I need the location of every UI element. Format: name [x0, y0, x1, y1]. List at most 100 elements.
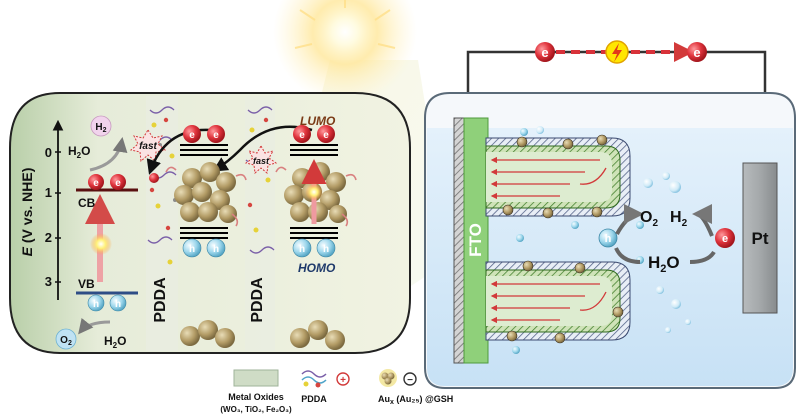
vb-hole-1: h	[87, 294, 105, 312]
fast-star-2: fast	[244, 144, 278, 174]
svg-text:e: e	[93, 178, 99, 189]
svg-text:h: h	[299, 244, 305, 255]
water-label-top: H2O	[68, 144, 90, 160]
vb-hole-2: h	[109, 294, 127, 312]
pt-label: Pt	[752, 229, 769, 248]
svg-text:h: h	[323, 244, 329, 255]
hole-in-scheme: h	[598, 228, 618, 248]
cluster-1-electrons: e e	[183, 125, 225, 143]
h2-evolution-arrow	[89, 137, 128, 172]
sun-rays	[294, 0, 396, 49]
pt-electrode	[742, 162, 778, 314]
lightning-icon	[605, 40, 629, 64]
gold-nanocluster-2: LUMO e e h h	[275, 114, 357, 275]
transfer-arrow-1	[146, 128, 211, 175]
panel-frame	[9, 92, 411, 354]
svg-text:O2: O2	[60, 335, 72, 347]
svg-text:fast: fast	[253, 156, 270, 166]
lower-clusters	[180, 320, 345, 350]
svg-text:e: e	[189, 130, 195, 141]
svg-text:e: e	[722, 233, 728, 245]
electron-paths-top	[490, 156, 607, 200]
excitation-flash-icon	[90, 233, 112, 255]
svg-text:e: e	[213, 130, 219, 141]
lumo-label: LUMO	[300, 114, 336, 128]
legend-pdda-swatch	[301, 370, 327, 388]
water-splitting-scheme: h O2 H2 H2O e	[598, 204, 735, 275]
legend-pdda: PDDA	[301, 394, 327, 404]
electron-paths-bottom	[490, 280, 607, 324]
circuit-electron-left: e	[535, 42, 555, 62]
water-label-bottom: H2O	[104, 334, 126, 350]
legend-pdda-charge-icon: +	[336, 372, 350, 386]
legend-cluster-swatch	[379, 369, 397, 387]
bubbles	[536, 126, 691, 333]
energy-panel: PDDA PDDA E (V vs. NHE) 0 1	[9, 92, 411, 354]
legend-metal-oxides: Metal Oxides	[228, 392, 284, 402]
tick-label-0: 0	[45, 145, 52, 160]
oxidation-arrow	[615, 204, 644, 235]
circuit-electron-right: e	[687, 42, 707, 62]
o2-evolution-arrow	[78, 317, 111, 335]
water-to-hole-arc	[614, 247, 641, 264]
h2-bubble: H2	[90, 115, 112, 137]
svg-text:h: h	[93, 299, 99, 310]
pdda-label-1: PDDA	[152, 277, 169, 323]
energy-axis: E (V vs. NHE) 0 1 2 3	[19, 119, 64, 300]
vb-label: VB	[78, 277, 95, 291]
h2-label: H2	[670, 209, 688, 229]
pdda-layer-2: PDDA	[245, 96, 275, 351]
nanorod-top	[485, 137, 631, 217]
legend-metal-oxide-swatch	[233, 369, 279, 387]
transfer-arrow-2	[212, 125, 313, 172]
tick-label-1: 1	[45, 185, 52, 200]
svg-text:h: h	[189, 244, 195, 255]
svg-text:+: +	[340, 375, 346, 386]
legend-cluster-charge-icon: −	[403, 372, 417, 386]
cluster-1-balls	[174, 162, 237, 223]
cb-electron-2: e	[110, 174, 126, 190]
electron-in-scheme: e	[715, 228, 735, 248]
tick-label-3: 3	[45, 274, 52, 289]
water-label: H2O	[648, 253, 680, 275]
svg-text:−: −	[407, 375, 413, 386]
y-axis-label: E (V vs. NHE)	[19, 168, 35, 257]
external-circuit: e e	[466, 40, 767, 175]
water-to-electron-arc	[689, 250, 716, 264]
svg-text:e: e	[541, 45, 548, 60]
sun-icon	[273, 0, 417, 104]
svg-text:e: e	[299, 130, 305, 141]
fto-electrode	[463, 117, 489, 364]
nanorod-bottom	[485, 261, 631, 341]
svg-text:e: e	[323, 130, 329, 141]
svg-text:fast: fast	[139, 141, 157, 152]
o2-label: O2	[640, 209, 658, 229]
cluster-2-holes: h h	[292, 238, 336, 258]
fast-star-1: fast	[129, 129, 167, 162]
cluster-flash-icon	[305, 183, 323, 201]
electrochemical-cell: FTO	[424, 92, 796, 389]
surface-electron	[149, 173, 159, 183]
svg-text:h: h	[115, 299, 121, 310]
cb-electron-1: e	[88, 174, 104, 190]
cb-label: CB	[78, 196, 96, 210]
gold-clusters-on-rods	[502, 134, 624, 344]
svg-text:H2: H2	[95, 122, 106, 134]
cluster-2-electrons: e e	[293, 125, 335, 143]
svg-text:e: e	[693, 45, 700, 60]
gold-nanocluster-1: e e h h	[165, 125, 247, 258]
svg-text:e: e	[115, 178, 121, 189]
cluster-1-holes: h h	[182, 238, 226, 258]
svg-text:h: h	[605, 233, 612, 245]
svg-text:h: h	[213, 244, 219, 255]
legend-gold-cluster: Aux (Au₂₅) @GSH	[378, 394, 453, 406]
pdda-label-2: PDDA	[249, 277, 266, 323]
legend: Metal Oxides (WO₃, TiO₂, Fe₂O₃) PDDA + −…	[220, 369, 453, 414]
tick-label-2: 2	[45, 230, 52, 245]
fto-label: FTO	[466, 223, 485, 257]
reduction-arrow	[692, 204, 714, 237]
legend-metal-oxides-detail: (WO₃, TiO₂, Fe₂O₃)	[220, 405, 292, 414]
homo-label: HOMO	[298, 261, 336, 275]
o2-bubble: O2	[55, 328, 77, 350]
